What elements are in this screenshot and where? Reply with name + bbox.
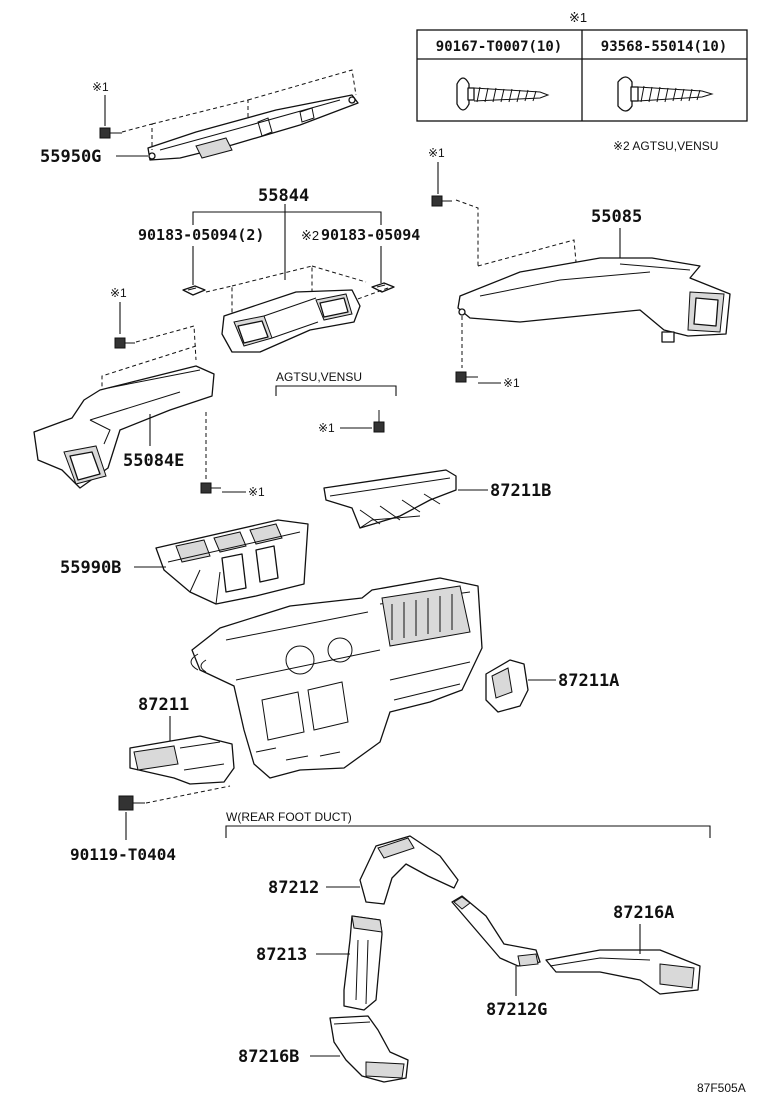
label-55084e: 55084E	[123, 451, 184, 471]
duct-55950g	[121, 69, 359, 161]
bracket-agtsu	[275, 385, 397, 396]
label-90183-05094: 90183-05094	[321, 226, 420, 244]
label-55844: 55844	[258, 186, 309, 206]
duct-55085	[457, 257, 731, 343]
screw-55084e-top-icon	[114, 337, 135, 349]
label-90183-05094-2: 90183-05094(2)	[138, 226, 264, 244]
label-87211b: 87211B	[490, 481, 551, 501]
screw-87211b-icon	[373, 410, 385, 433]
note-agtsu-vensu-2: ※2 AGTSU,VENSU	[613, 139, 718, 153]
mark1-a: ※1	[92, 80, 109, 94]
duct-87216a	[545, 949, 701, 995]
tapping-screw-icon	[456, 77, 550, 111]
duct-87213	[343, 915, 383, 1011]
clip-left-icon	[182, 285, 206, 296]
duct-87212	[359, 835, 459, 905]
label-87213: 87213	[256, 945, 307, 965]
dash-90119	[145, 785, 231, 804]
note-rear-foot-duct: W(REAR FOOT DUCT)	[226, 810, 352, 824]
label-87212g: 87212G	[486, 1000, 547, 1020]
diagram-code: 87F505A	[697, 1081, 746, 1095]
table-col1-partno: 90167-T0007(10)	[436, 39, 562, 55]
table-col2-partno: 93568-55014(10)	[601, 39, 727, 55]
bracket-rear-foot-duct	[225, 825, 711, 838]
bolt-90119-icon	[118, 795, 145, 811]
label-87211: 87211	[138, 695, 189, 715]
mark1-f: ※1	[318, 421, 335, 435]
label-55950g: 55950G	[40, 147, 101, 167]
duct-87216b	[329, 1015, 409, 1083]
mark1-e: ※1	[248, 485, 265, 499]
mark1-b: ※1	[428, 146, 445, 160]
register-duct-55844	[221, 289, 361, 353]
hvac-unit	[190, 577, 483, 779]
duct-87211	[129, 735, 235, 785]
label-87212: 87212	[268, 878, 319, 898]
duct-87211a	[485, 659, 529, 713]
fastener-table: ※1 90167-T0007(10) 93568-55014(10)	[416, 10, 748, 122]
housing-55990b	[155, 519, 309, 605]
label-87216b: 87216B	[238, 1047, 299, 1067]
screw-55084e-bottom-icon	[200, 482, 221, 494]
mark1-c: ※1	[503, 376, 520, 390]
label-55990b: 55990B	[60, 558, 121, 578]
leader-55844-bracket	[192, 204, 382, 280]
dash-55085	[455, 199, 577, 267]
label-90119-t0404: 90119-T0404	[70, 845, 176, 864]
label-87211a: 87211A	[558, 671, 619, 691]
table-mark: ※1	[569, 10, 587, 25]
note-agtsu-vensu: AGTSU,VENSU	[276, 370, 362, 384]
duct-55084e	[33, 365, 215, 489]
screw-55950g-icon	[99, 127, 122, 139]
clip-right-icon	[371, 282, 395, 293]
mark1-d: ※1	[110, 286, 127, 300]
dash-55844	[205, 265, 389, 320]
mark2-prefix: ※2	[301, 228, 319, 243]
label-55085: 55085	[591, 207, 642, 227]
screw-55085-top-icon	[431, 195, 452, 207]
screw-55085-bottom-icon	[455, 371, 478, 383]
duct-87212g	[451, 895, 541, 967]
duct-87211b	[323, 469, 457, 529]
tapping-screw-flange-icon	[617, 76, 714, 112]
label-87216a: 87216A	[613, 903, 674, 923]
